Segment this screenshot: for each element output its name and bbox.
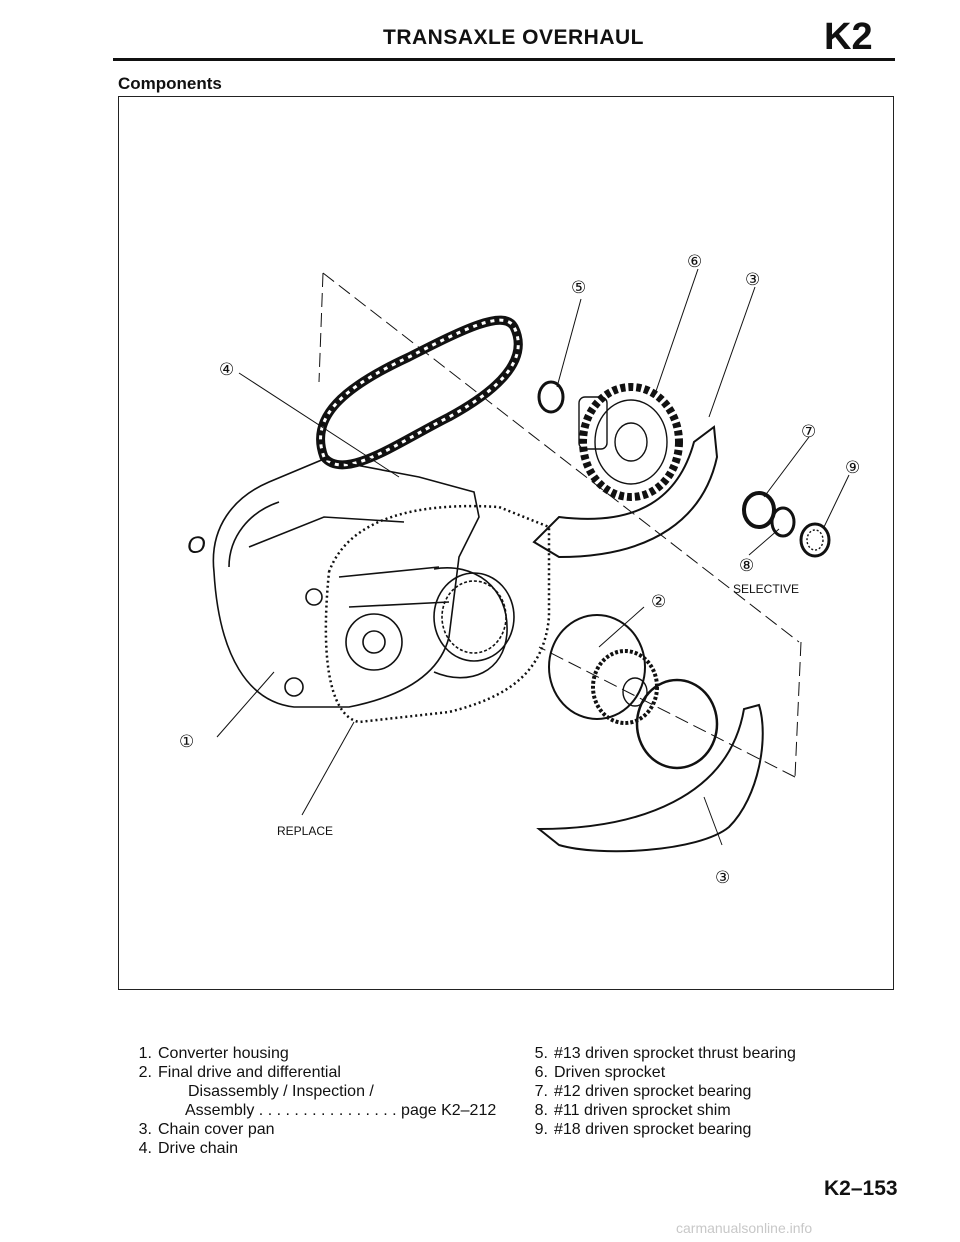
legend-item-7: 7. #12 driven sprocket bearing (534, 1083, 752, 1100)
watermark: carmanualsonline.info (676, 1220, 813, 1236)
o-ring-label: O (187, 532, 206, 559)
leader-line (301, 721, 355, 816)
alignment-line (318, 272, 324, 383)
leader-line (598, 606, 645, 648)
legend-item-6: 6. Driven sprocket (534, 1064, 666, 1081)
lower-chain-cover-pan (536, 703, 764, 853)
drive-chain (316, 315, 523, 470)
legend-item-2: 2. Final drive and differential (138, 1064, 341, 1081)
alignment-line (322, 272, 800, 643)
callout-2: ② (651, 592, 666, 611)
driven-sprocket-shim (770, 506, 796, 538)
leader-line (763, 436, 810, 498)
leader-line (823, 474, 850, 528)
legend-item-3: 3. Chain cover pan (138, 1121, 275, 1138)
legend-item-9: 9. #18 driven sprocket bearing (534, 1121, 752, 1138)
upper-chain-cover-pan (532, 425, 719, 559)
callout-8: ⑧ (739, 556, 754, 575)
converter-housing (212, 458, 515, 708)
callout-3-lower: ③ (715, 868, 730, 887)
section-code: K2 (824, 16, 873, 58)
leader-line (703, 796, 723, 846)
callout-1: ① (179, 732, 194, 751)
legend-item-1: 1. Converter housing (138, 1045, 289, 1062)
snap-ring (635, 678, 719, 770)
components-figure: ① ② ③ ③ ④ ⑤ ⑥ ⑦ ⑧ ⑨ SELECTIVE REPLACE O (118, 96, 894, 990)
header-rule (113, 58, 895, 61)
callout-9: ⑨ (845, 458, 860, 477)
page-header-title: TRANSAXLE OVERHAUL (383, 26, 645, 49)
leader-line (556, 298, 582, 388)
gasket (324, 504, 551, 724)
alignment-line (538, 646, 796, 778)
section-heading: Components (118, 74, 222, 93)
leader-line (748, 528, 780, 556)
selective-label: SELECTIVE (733, 582, 799, 596)
leader-line (653, 268, 699, 398)
legend-left-column: 1. Converter housing 2. Final drive and … (128, 1044, 508, 1158)
alignment-line (794, 641, 802, 778)
replace-label: REPLACE (277, 824, 333, 838)
exploded-view-drawing: ① ② ③ ③ ④ ⑤ ⑥ ⑦ ⑧ ⑨ SELECTIVE REPLACE O (179, 252, 860, 887)
callout-4: ④ (219, 360, 234, 379)
driven-sprocket (578, 383, 683, 501)
leader-line (238, 372, 400, 478)
callout-3-upper: ③ (745, 270, 760, 289)
leader-line (216, 671, 275, 738)
callout-7: ⑦ (801, 422, 816, 441)
callout-6: ⑥ (687, 252, 702, 271)
legend-right-column: 5. #13 driven sprocket thrust bearing 6.… (524, 1044, 884, 1139)
legend-item-4: 4. Drive chain (138, 1140, 239, 1157)
driven-sprocket-bearing (742, 491, 776, 529)
callout-5: ⑤ (571, 278, 586, 297)
legend-item-2-sub: Disassembly / Inspection / (188, 1083, 374, 1100)
leader-line (708, 286, 756, 418)
page-number: K2–153 (824, 1177, 898, 1200)
legend-item-8: 8. #11 driven sprocket shim (534, 1102, 731, 1119)
legend-item-2-page-ref: Assembly . . . . . . . . . . . . . . . .… (185, 1102, 497, 1119)
legend-item-5: 5. #13 driven sprocket thrust bearing (534, 1045, 796, 1062)
thrust-bearing (537, 380, 565, 414)
needle-bearing (799, 522, 831, 558)
